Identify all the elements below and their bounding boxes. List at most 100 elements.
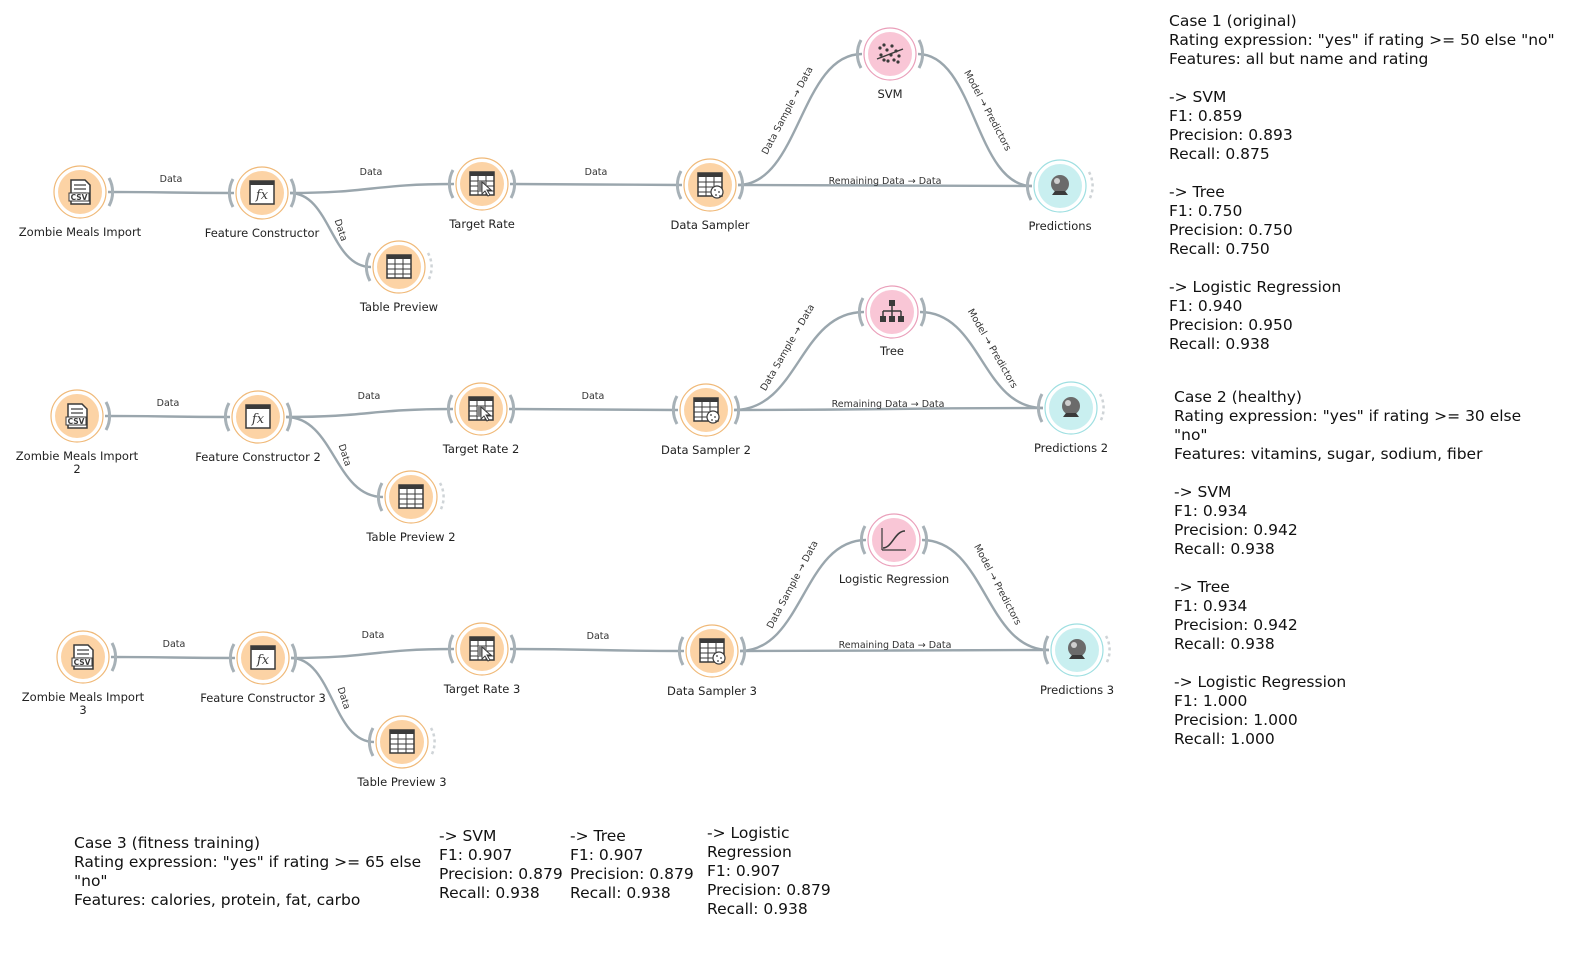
node-target-3[interactable]: Target Rate 3 [443,622,521,696]
output-anchor[interactable] [509,634,517,664]
link-target-sampler[interactable] [509,182,683,187]
link-sampler-predictions[interactable] [739,648,1050,653]
node-model-2[interactable]: Tree [857,285,927,358]
link-model-predictions[interactable] [917,52,1033,188]
input-anchor[interactable] [1042,635,1050,665]
link-target-sampler[interactable] [508,407,679,412]
node-sampler-1[interactable]: Data Sampler [671,158,750,232]
input-anchor[interactable] [227,178,235,208]
link-constructor-preview[interactable] [290,656,375,744]
link-sampler-predictions[interactable] [737,183,1033,188]
link-label: Model → Predictors [961,69,1013,154]
note-case3[interactable]: Case 3 (fitness training)Rating expressi… [74,834,421,910]
output-anchor[interactable] [733,395,741,425]
input-anchor[interactable] [376,482,384,512]
output-anchor-empty [426,252,433,282]
fx-table-icon: fx [245,404,271,429]
csv-file-icon: CSV [71,644,94,670]
input-anchor[interactable] [446,394,454,424]
output-anchor[interactable] [289,178,297,208]
node-preview-2[interactable]: Table Preview 2 [365,470,456,544]
note-line: Precision: 0.950 [1169,316,1293,334]
node-label: Feature Constructor 2 [195,450,321,464]
output-anchor[interactable] [739,636,747,666]
link-constructor-target[interactable] [290,647,455,660]
input-anchor[interactable] [855,39,863,69]
input-anchor[interactable] [228,643,236,673]
note-line: F1: 0.907 [570,846,644,864]
output-anchor[interactable] [110,642,118,672]
output-anchor[interactable] [917,39,925,69]
input-anchor[interactable] [857,297,865,327]
output-anchor[interactable] [290,643,298,673]
link-sampler-model[interactable] [739,538,867,653]
input-anchor[interactable] [1025,171,1033,201]
link-model-predictions[interactable] [919,310,1044,410]
link-sampler-model[interactable] [733,310,865,412]
input-anchor[interactable] [1036,393,1044,423]
node-preview-1[interactable]: Table Preview [359,240,438,314]
link-import-constructor[interactable] [110,655,236,660]
link-label: Data [160,174,183,185]
link-sampler-model[interactable] [737,52,863,187]
input-anchor[interactable] [364,252,372,282]
node-model-1[interactable]: SVM [855,27,925,101]
link-sampler-predictions[interactable] [733,406,1044,412]
node-model-3[interactable]: Logistic Regression [839,513,949,586]
node-target-2[interactable]: Target Rate 2 [442,382,520,456]
note-line: Features: vitamins, sugar, sodium, fiber [1174,445,1483,463]
input-anchor[interactable] [677,636,685,666]
output-anchor[interactable] [919,297,927,327]
note-line: -> Tree [570,827,626,845]
link-import-constructor[interactable] [104,414,231,419]
table-dice-icon [697,172,724,199]
input-anchor[interactable] [675,170,683,200]
node-predictions-2[interactable]: Predictions 2 [1034,381,1108,455]
output-anchor[interactable] [104,401,112,431]
input-anchor[interactable] [447,634,455,664]
output-anchor[interactable] [921,525,929,555]
input-anchor[interactable] [859,525,867,555]
node-sampler-2[interactable]: Data Sampler 2 [661,383,751,457]
link-model-predictions[interactable] [921,538,1050,652]
output-anchor[interactable] [509,169,517,199]
node-preview-3[interactable]: Table Preview 3 [356,715,447,789]
table-icon [398,484,424,509]
input-anchor[interactable] [447,169,455,199]
link-label: Data Sample → Data [765,539,821,631]
input-anchor[interactable] [367,727,375,757]
link-target-sampler[interactable] [509,647,685,653]
note-line: F1: 0.934 [1174,597,1248,615]
node-sampler-3[interactable]: Data Sampler 3 [667,624,757,698]
node-label: Data Sampler 2 [661,443,751,457]
table-cursor-icon [469,171,495,197]
node-predictions-3[interactable]: Predictions 3 [1040,623,1114,697]
link-constructor-target[interactable] [285,407,454,419]
output-anchor[interactable] [737,170,745,200]
output-anchor[interactable] [508,394,516,424]
link-constructor-preview[interactable] [289,191,372,269]
node-label: Predictions 3 [1040,683,1114,697]
note-case2[interactable]: Case 2 (healthy)Rating expression: "yes"… [1174,388,1521,749]
note-case1[interactable]: Case 1 (original)Rating expression: "yes… [1169,12,1555,354]
input-anchor[interactable] [671,395,679,425]
link-constructor-target[interactable] [289,182,455,195]
link-import-constructor[interactable] [107,190,235,195]
output-anchor-empty [438,482,445,512]
output-anchor[interactable] [107,177,115,207]
node-target-1[interactable]: Target Rate [447,157,517,231]
input-anchor[interactable] [223,402,231,432]
link-constructor-preview[interactable] [285,415,384,499]
node-predictions-1[interactable]: Predictions [1025,159,1094,233]
output-anchor[interactable] [285,402,293,432]
